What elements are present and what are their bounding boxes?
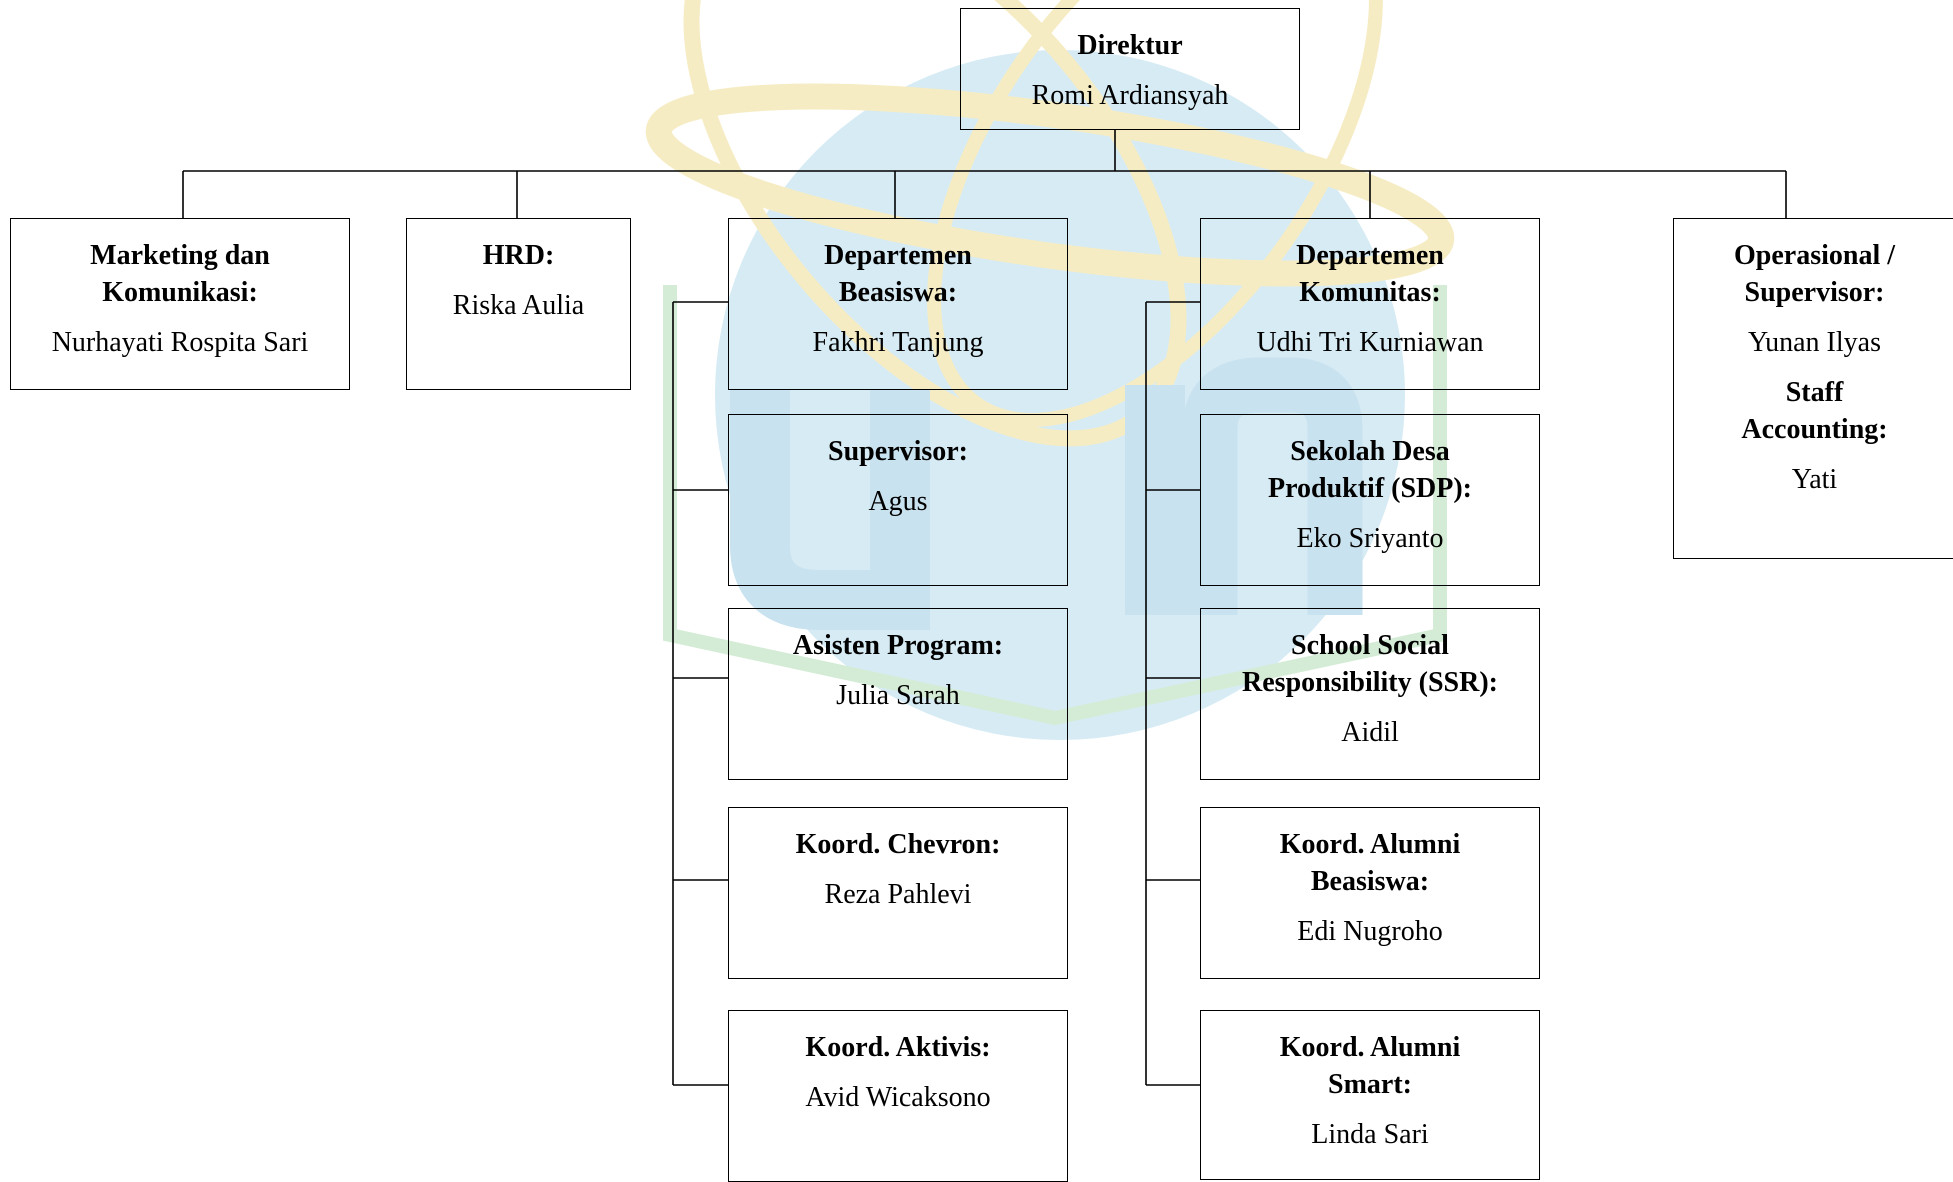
node-title: Departemen Beasiswa: <box>824 240 972 308</box>
node-hrd: HRD: Riska Aulia <box>406 218 631 390</box>
node-beasiswa-unit: Asisten Program: Julia Sarah <box>728 608 1068 780</box>
node-direktur: Direktur Romi Ardiansyah <box>960 8 1300 130</box>
node-name: Eko Sriyanto <box>1296 523 1444 554</box>
node-name: Linda Sari <box>1311 1119 1429 1150</box>
node-title: Koord. Aktivis: <box>805 1032 991 1063</box>
node-name: Riska Aulia <box>452 290 585 321</box>
node-marketing: Marketing dan Komunikasi: Nurhayati Rosp… <box>10 218 350 390</box>
node-title: HRD: <box>482 240 555 271</box>
node-komunitas-unit: Koord. Alumni Beasiswa: Edi Nugroho <box>1200 807 1540 979</box>
node-name: Nurhayati Rospita Sari <box>51 327 309 358</box>
node-title: Supervisor: <box>828 436 968 467</box>
node-name: Avid Wicaksono <box>805 1082 991 1113</box>
node-name: Yunan Ilyas <box>1748 327 1881 358</box>
node-title: Koord. Chevron: <box>795 829 1001 860</box>
node-name: Julia Sarah <box>836 680 960 711</box>
node-title: Koord. Alumni Smart: <box>1279 1032 1461 1100</box>
node-name: Agus <box>868 486 928 517</box>
node-komunitas-unit: School Social Responsibility (SSR): Aidi… <box>1200 608 1540 780</box>
node-operasional: Operasional / Supervisor: Yunan Ilyas St… <box>1673 218 1953 559</box>
node-name: Reza Pahlevi <box>824 879 972 910</box>
node-name: Udhi Tri Kurniawan <box>1256 327 1484 358</box>
node-dept-beasiswa: Departemen Beasiswa: Fakhri Tanjung <box>728 218 1068 390</box>
node-name: Edi Nugroho <box>1297 916 1443 947</box>
node-dept-komunitas: Departemen Komunitas: Udhi Tri Kurniawan <box>1200 218 1540 390</box>
node-name: Romi Ardiansyah <box>1031 80 1229 111</box>
node-beasiswa-unit: Koord. Aktivis: Avid Wicaksono <box>728 1010 1068 1182</box>
node-komunitas-unit: Koord. Alumni Smart: Linda Sari <box>1200 1010 1540 1180</box>
node-beasiswa-unit: Koord. Chevron: Reza Pahlevi <box>728 807 1068 979</box>
node-title: Departemen Komunitas: <box>1296 240 1444 308</box>
node-title-secondary: Staff Accounting: <box>1741 377 1888 445</box>
node-title: Direktur <box>1077 30 1183 61</box>
node-name: Fakhri Tanjung <box>812 327 984 358</box>
node-beasiswa-unit: Supervisor: Agus <box>728 414 1068 586</box>
node-title: School Social Responsibility (SSR): <box>1242 630 1498 698</box>
node-name-secondary: Yati <box>1791 464 1838 495</box>
node-name: Aidil <box>1341 717 1399 748</box>
node-title: Marketing dan Komunikasi: <box>90 240 270 308</box>
node-title: Asisten Program: <box>792 630 1004 661</box>
node-title: Sekolah Desa Produktif (SDP): <box>1267 436 1473 504</box>
node-komunitas-unit: Sekolah Desa Produktif (SDP): Eko Sriyan… <box>1200 414 1540 586</box>
node-title: Koord. Alumni Beasiswa: <box>1279 829 1461 897</box>
node-title: Operasional / Supervisor: <box>1733 240 1895 308</box>
